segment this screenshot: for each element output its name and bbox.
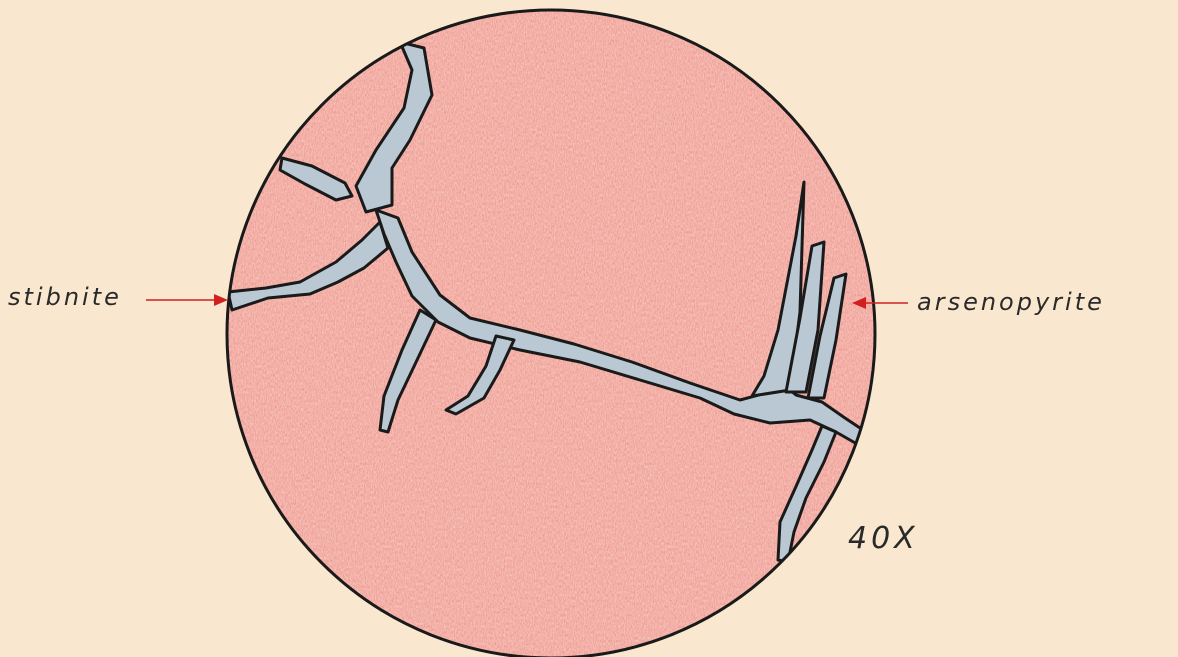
pointer-arrowhead-stibnite <box>214 294 228 306</box>
label-stibnite: stibnite <box>8 283 122 311</box>
magnification-label: 40X <box>848 521 919 556</box>
label-arsenopyrite: arsenopyrite <box>917 288 1105 316</box>
